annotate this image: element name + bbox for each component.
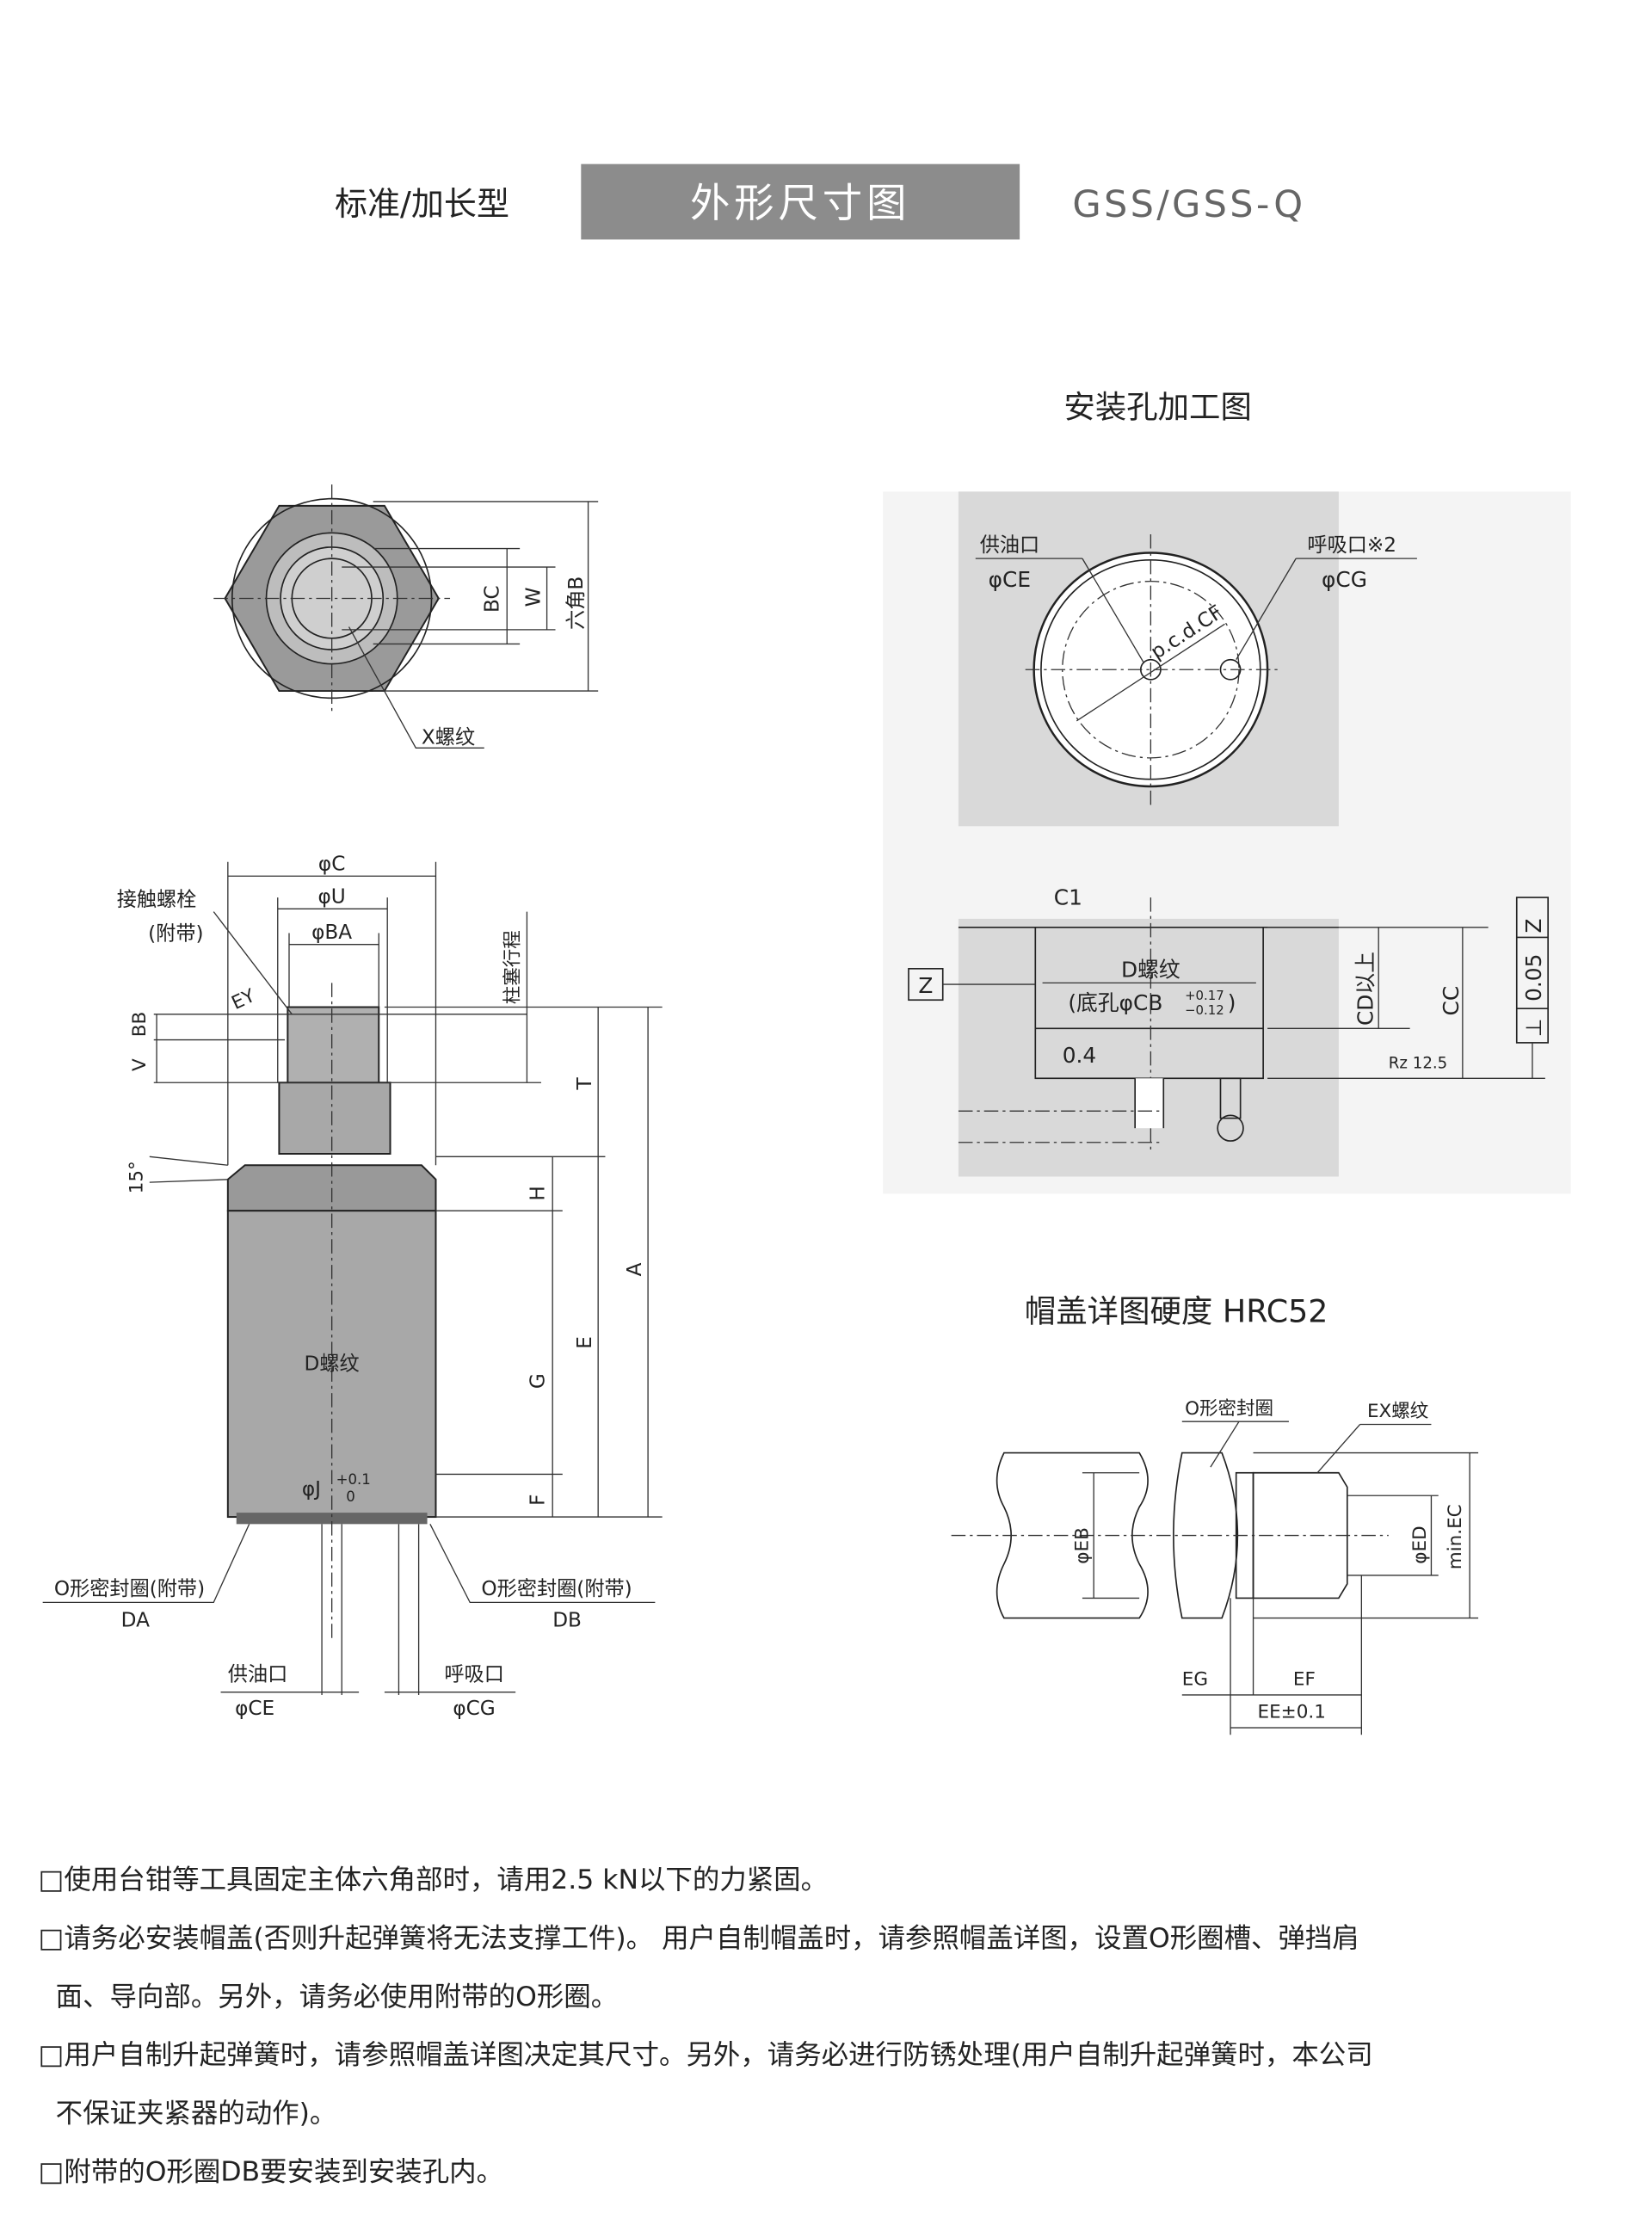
side-view-phi-ba-label: φBA — [311, 921, 352, 944]
side-view-da-label: DA — [121, 1609, 150, 1632]
install-view-phi-cg-label: φCG — [1322, 567, 1367, 592]
install-view-breath-port-label: 呼吸口※2 — [1307, 533, 1396, 557]
cap-view-ef-label: EF — [1293, 1668, 1316, 1690]
side-view-f-label: F — [526, 1494, 549, 1505]
cap-detail-view: φEB φED min.EC O形密封圈 EX螺纹 EG EF EE±0.1 — [951, 1398, 1479, 1735]
install-view-roughness-label: Rz 12.5 — [1389, 1055, 1447, 1073]
install-view-perp-symbol-label: ⊥ — [1521, 1019, 1546, 1038]
note-4: □附带的O形圈DB要安装到安装孔内。 — [39, 2156, 503, 2187]
top-view-w-label: W — [521, 587, 545, 607]
cap-view-ex-thread-label: EX螺纹 — [1367, 1401, 1428, 1422]
install-view-z-label: Z — [918, 973, 933, 998]
side-view-e-label: E — [573, 1336, 596, 1349]
note-3-cont: 不保证夹紧器的动作)。 — [39, 2099, 337, 2129]
install-view-cd-label: CD以上 — [1353, 952, 1378, 1026]
top-view-hex-b-label: 六角B — [564, 576, 588, 630]
note-2-cont: 面、导向部。另外，请务必使用附带的O形圈。 — [39, 1982, 618, 2012]
side-view-oring-db-label: O形密封圈(附带) — [481, 1577, 632, 1600]
side-view-j-tol-upper-label: +0.1 — [336, 1471, 371, 1488]
install-view-c1-label: C1 — [1054, 884, 1082, 909]
cap-view-eg-label: EG — [1182, 1668, 1208, 1690]
header-left: 标准/加长型 — [335, 185, 509, 223]
cap-view-phi-eb-label: φEB — [1072, 1527, 1094, 1564]
install-view-perp-value-label: 0.05 — [1521, 954, 1546, 1002]
side-view-v-label: V — [129, 1058, 151, 1071]
side-view-breath-port-label: 呼吸口 — [444, 1662, 503, 1686]
side-view-h-label: H — [526, 1186, 549, 1200]
side-view-phi-c-label: φC — [318, 853, 345, 876]
top-view: BC W 六角B X螺纹 — [213, 484, 599, 749]
side-view-g-label: G — [526, 1373, 549, 1389]
install-hole-view: 供油口 φCE 呼吸口※2 φCG p.c.d.CF C1 Z D螺纹 (底孔φ… — [883, 491, 1571, 1194]
top-view-x-thread-label: X螺纹 — [422, 725, 475, 749]
install-view-pilot-hole-label: (底孔φCB — [1068, 990, 1162, 1015]
cap-detail-title: 帽盖详图硬度 HRC52 — [1025, 1292, 1328, 1329]
install-view-supply-port-label: 供油口 — [980, 533, 1039, 557]
side-view-db-label: DB — [552, 1609, 582, 1632]
side-view-supply-port-label: 供油口 — [228, 1662, 287, 1686]
install-view-phi-ce-label: φCE — [989, 567, 1031, 592]
side-view-phi-cg-label: φCG — [453, 1697, 495, 1720]
side-view-angle-label: 15° — [126, 1161, 148, 1193]
side-view-oring-da-label: O形密封圈(附带) — [54, 1577, 205, 1600]
side-view-stroke-label: 柱塞行程 — [502, 930, 523, 1004]
install-view-cb-tol-lower-label: −0.12 — [1185, 1002, 1224, 1018]
side-view-ey-label: EY — [229, 985, 260, 1014]
side-view: φC φU φBA 接触螺栓 (附带) EY BB V 15° 柱塞行程 T H… — [42, 853, 663, 1720]
note-3: □用户自制升起弹簧时，请参照帽盖详图决定其尺寸。另外，请务必进行防锈处理(用户自… — [39, 2040, 1373, 2071]
side-view-t-label: T — [573, 1077, 596, 1091]
notes: □使用台钳等工具固定主体六角部时，请用2.5 kN以下的力紧固。 □请务必安装帽… — [39, 1864, 1373, 2187]
install-view-perp-datum-label: Z — [1521, 918, 1546, 933]
install-hole-title: 安装孔加工图 — [1063, 388, 1251, 425]
side-view-bb-label: BB — [129, 1012, 151, 1038]
side-view-phi-ce-label: φCE — [235, 1697, 274, 1720]
side-view-accessory-label: (附带) — [148, 922, 203, 946]
install-view-chamfer-label: 0.4 — [1063, 1043, 1096, 1068]
note-2: □请务必安装帽盖(否则升起弹簧将无法支撑工件)。 用户自制帽盖时，请参照帽盖详图… — [39, 1923, 1359, 1954]
side-view-a-label: A — [623, 1262, 646, 1276]
cap-view-oring-label: O形密封圈 — [1185, 1398, 1273, 1420]
header-title: 外形尺寸图 — [690, 180, 910, 226]
side-view-contact-bolt-label: 接触螺栓 — [117, 888, 197, 911]
side-view-d-thread-label: D螺纹 — [305, 1353, 360, 1376]
install-view-cb-tol-upper-label: +0.17 — [1185, 988, 1224, 1003]
side-view-phi-u-label: φU — [318, 885, 346, 909]
cap-view-phi-ed-label: φED — [1409, 1525, 1431, 1563]
install-view-close-paren-label: ) — [1228, 990, 1236, 1015]
install-view-cc-label: CC — [1439, 986, 1464, 1016]
cap-view-ee-label: EE±0.1 — [1258, 1701, 1326, 1723]
cap-view-min-ec-label: min.EC — [1445, 1504, 1466, 1569]
note-1: □使用台钳等工具固定主体六角部时，请用2.5 kN以下的力紧固。 — [39, 1864, 828, 1895]
side-view-j-tol-lower-label: 0 — [346, 1488, 355, 1505]
top-view-bc-label: BC — [480, 585, 503, 613]
header-model: GSS/GSS-Q — [1072, 183, 1305, 226]
install-view-d-thread-label: D螺纹 — [1121, 958, 1180, 983]
header-title-box — [581, 163, 1020, 240]
side-view-phi-j-label: φJ — [302, 1477, 321, 1501]
